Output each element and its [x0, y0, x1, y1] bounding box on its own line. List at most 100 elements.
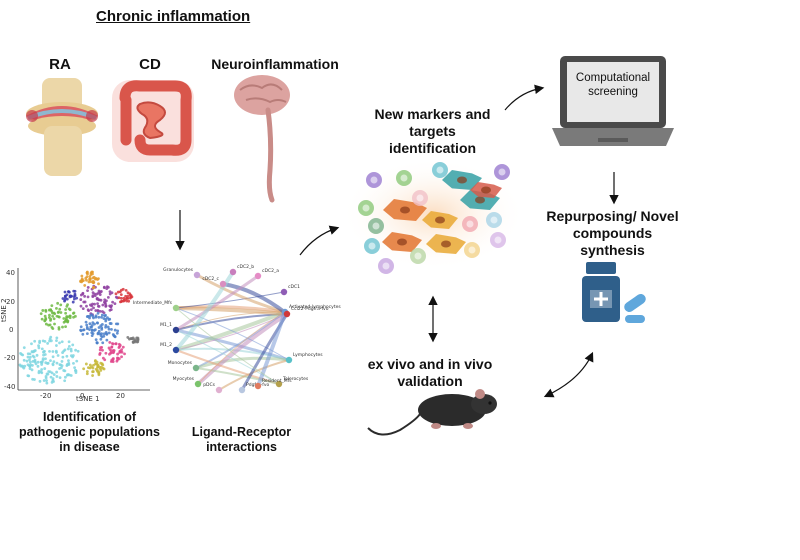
tsne-point: [95, 292, 99, 296]
tsne-point: [101, 348, 104, 352]
tsne-point: [37, 346, 41, 350]
tsne-point: [91, 374, 94, 377]
tsne-point: [90, 270, 94, 274]
tsne-point: [51, 362, 55, 366]
tsne-point: [21, 365, 25, 369]
tsne-point: [106, 316, 109, 320]
tsne-point: [96, 332, 100, 336]
tsne-point: [22, 358, 26, 362]
tsne-point: [43, 314, 47, 318]
immune-cell: [462, 216, 478, 232]
tsne-point: [30, 350, 34, 353]
diagram-title: Chronic inflammation: [96, 8, 251, 25]
tsne-point: [26, 355, 30, 359]
network-edge: [175, 291, 285, 309]
tsne-point: [58, 307, 62, 311]
tsne-point: [57, 315, 61, 319]
tsne-point: [92, 275, 96, 279]
network-node-label: Granulocytes: [163, 267, 193, 273]
network-node-label: cDC2_b: [237, 264, 254, 270]
arrow-to-markers: [299, 225, 340, 256]
network-node: [215, 386, 223, 394]
arrow-validation-repurposing: [543, 351, 594, 398]
tsne-point: [79, 325, 83, 329]
tsne-point: [106, 325, 110, 329]
tsne-point: [19, 351, 22, 355]
tsne-point: [108, 322, 112, 325]
tsne-point: [67, 344, 71, 348]
tsne-point: [116, 322, 120, 326]
tsne-point: [102, 334, 106, 338]
tsne-point: [65, 304, 69, 308]
tsne-point: [61, 325, 64, 329]
tsne-point: [61, 297, 65, 300]
tsne-point: [96, 368, 99, 372]
tsne-point: [97, 289, 101, 293]
tsne-point: [40, 317, 44, 321]
tsne-point: [49, 359, 52, 363]
immune-cell: [382, 232, 422, 252]
tsne-point: [53, 322, 56, 326]
tsne-point: [68, 316, 72, 320]
tsne-point: [45, 381, 49, 385]
tsne-point: [81, 292, 85, 296]
tsne-point: [113, 335, 117, 339]
immune-cell: [464, 242, 480, 258]
tsne-point: [44, 357, 47, 361]
immune-cell: [432, 162, 448, 178]
network-node: [172, 346, 180, 354]
tsne-point: [52, 360, 56, 364]
tsne-point: [49, 308, 52, 312]
tsne-point: [59, 311, 63, 314]
tsne-point: [66, 373, 69, 377]
tsne-point: [101, 310, 104, 313]
tsne-point: [62, 369, 66, 372]
tsne-point: [51, 350, 55, 353]
tsne-point: [86, 286, 90, 289]
knee-joint-icon: [26, 78, 98, 176]
tsne-point: [28, 358, 31, 362]
immune-cell: [422, 211, 458, 229]
immune-cell: [494, 164, 510, 180]
medicine-bottle-icon: [582, 262, 620, 322]
tsne-point: [32, 355, 36, 359]
tsne-point: [103, 298, 107, 302]
tsne-point: [36, 360, 40, 364]
tsne-point: [67, 340, 71, 344]
tsne-point: [123, 352, 126, 356]
tsne-point: [110, 291, 114, 295]
tsne-point: [30, 368, 34, 372]
tsne-point: [55, 344, 58, 347]
tsne-point: [66, 319, 70, 323]
tsne-point: [73, 292, 77, 296]
tsne-point: [120, 299, 124, 303]
tsne-point: [86, 295, 90, 299]
tsne-point: [50, 325, 54, 329]
immune-cell: [364, 238, 380, 254]
tsne-point: [111, 349, 115, 352]
network-node-label: Lymphocytes: [293, 352, 323, 358]
tsne-point: [116, 352, 120, 356]
tsne-point: [85, 323, 89, 327]
tsne-point: [27, 374, 31, 378]
network-node: [285, 356, 293, 364]
network-node-label: Activated-lymphocytes: [289, 304, 341, 310]
ligand-receptor-label: Ligand-Receptor interactions: [191, 425, 292, 454]
tsne-point: [50, 304, 54, 308]
tsne-point: [65, 354, 69, 358]
tsne-point: [55, 361, 59, 365]
tsne-point: [69, 349, 73, 353]
tsne-point: [98, 353, 102, 356]
tsne-point: [52, 373, 56, 376]
tsne-point: [64, 375, 67, 379]
tsne-point: [73, 366, 77, 370]
tsne-point: [92, 306, 95, 310]
tsne-point: [75, 359, 79, 363]
tsne-point: [49, 375, 53, 379]
network-edge: [195, 356, 290, 370]
tsne-point: [30, 342, 33, 346]
tsne-point: [126, 296, 130, 300]
tsne-point: [97, 326, 101, 329]
tsne-point: [120, 355, 123, 359]
tsne-point: [108, 308, 112, 312]
